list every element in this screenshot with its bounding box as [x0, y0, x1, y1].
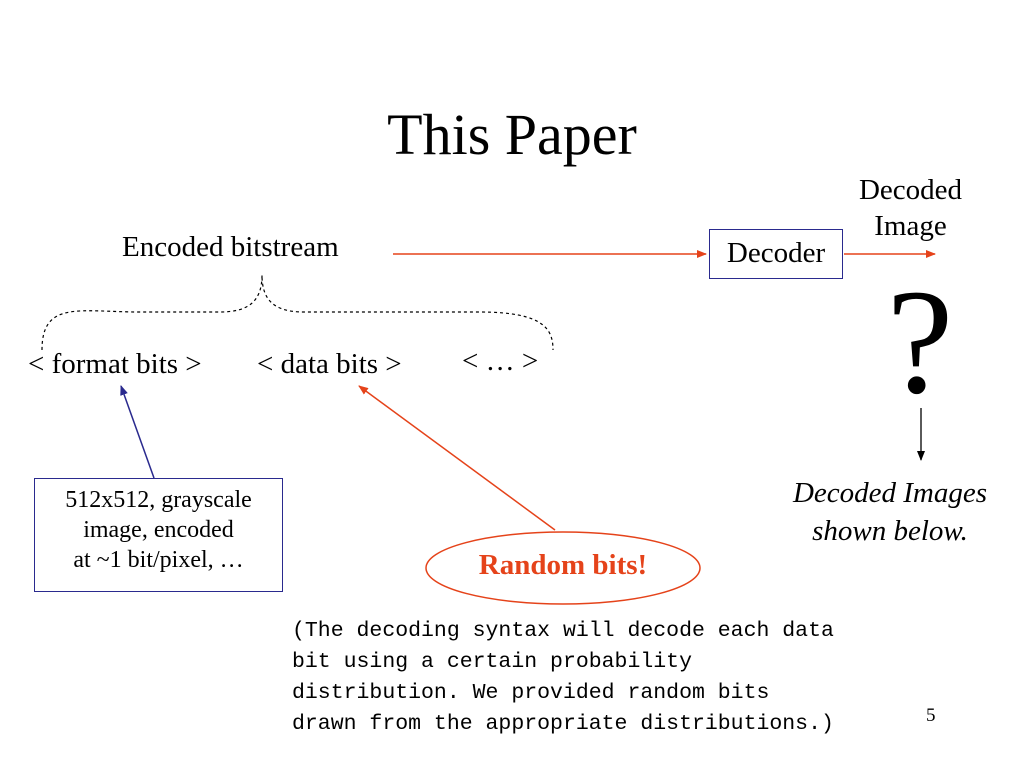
more-bits-label: < … >	[462, 345, 539, 377]
data-bits-label: < data bits >	[257, 348, 402, 380]
info-line-2: image, encoded	[83, 517, 234, 543]
encoded-bitstream-label: Encoded bitstream	[122, 231, 339, 263]
decoded-images-line-2: shown below.	[812, 515, 968, 547]
slide-title: This Paper	[387, 102, 637, 167]
format-bits-label: < format bits >	[28, 348, 202, 380]
decoding-note: (The decoding syntax will decode each da…	[292, 619, 834, 736]
page-number: 5	[926, 705, 936, 726]
random-bits-ellipse	[425, 531, 701, 605]
image-info-box: 512x512, grayscale image, encoded at ~1 …	[34, 478, 283, 592]
decoder-box: Decoder	[709, 229, 843, 279]
decoded-image-label: Decoded Image	[858, 174, 963, 242]
random-bits-label: Random bits!	[478, 549, 648, 581]
question-mark-icon: ?	[886, 259, 954, 425]
random-to-data-arrow	[358, 385, 556, 531]
info-line-1: 512x512, grayscale	[65, 487, 252, 513]
info-to-format-arrow	[120, 385, 155, 479]
decoded-images-line-1: Decoded Images	[792, 477, 988, 509]
decoded-images-caption: Decoded Images shown below.	[765, 474, 1015, 550]
bitstream-brace	[41, 274, 554, 351]
info-line-3: at ~1 bit/pixel, …	[73, 547, 244, 573]
